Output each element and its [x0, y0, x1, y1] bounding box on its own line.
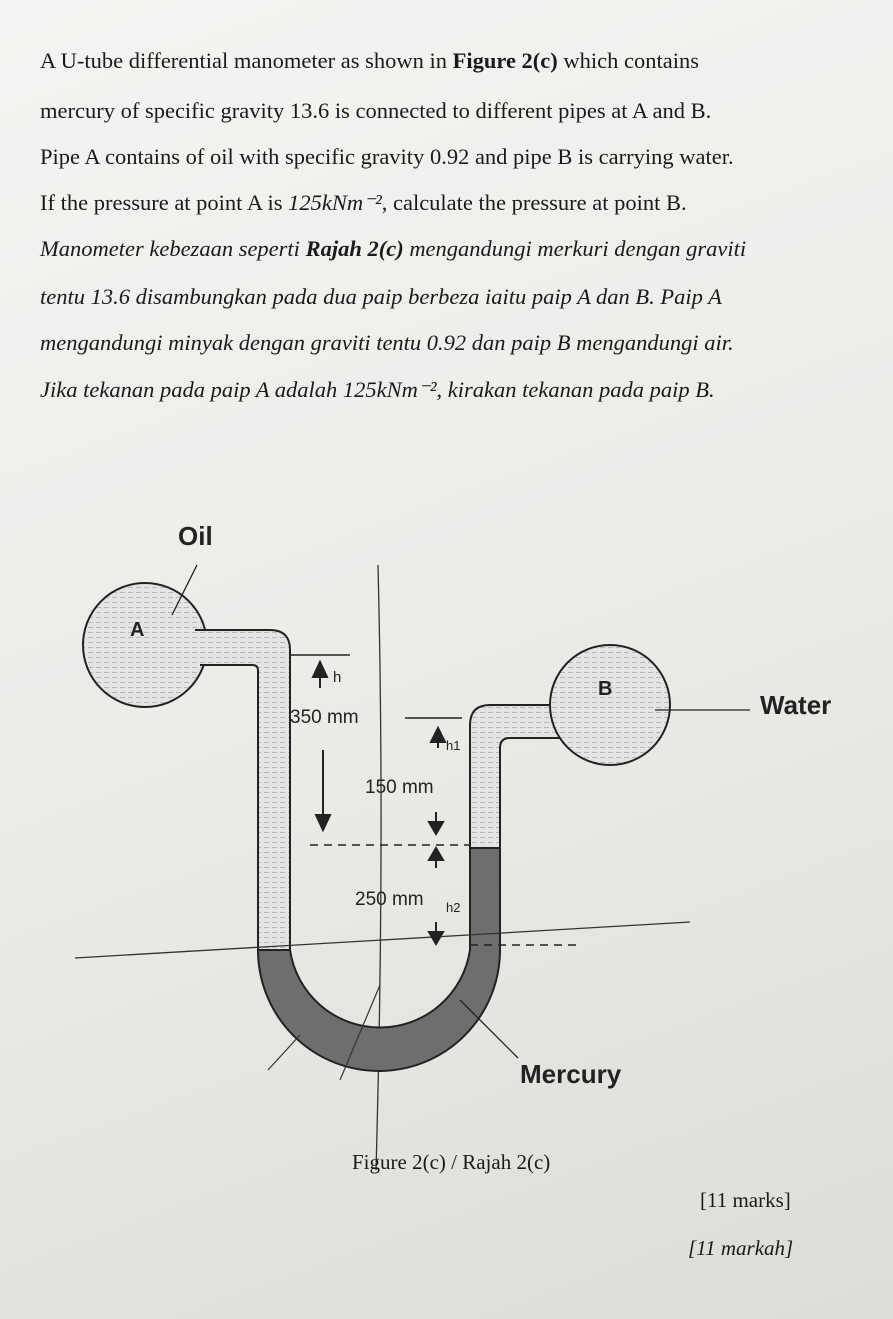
text: which contains	[557, 48, 700, 73]
figure-caption: Figure 2(c) / Rajah 2(c)	[352, 1150, 551, 1174]
dim-250: 250 mm	[355, 889, 424, 910]
question-ms-line-1: Manometer kebezaan seperti Rajah 2(c) me…	[40, 236, 746, 262]
question-ms-line-4: Jika tekanan pada paip A adalah 125kNm⁻²…	[40, 377, 715, 403]
text: , kirakan tekanan pada paip B.	[436, 377, 715, 402]
text: mengandungi minyak dengan graviti tentu …	[40, 330, 734, 355]
pipe-b	[549, 644, 671, 766]
label-h2: h2	[446, 900, 460, 915]
text: tentu 13.6 disambungkan pada dua paip be…	[40, 284, 722, 309]
label-h: h	[333, 669, 341, 686]
pressure-value: 125kNm⁻²	[288, 190, 382, 215]
pipe-a	[82, 582, 208, 708]
label-a: A	[130, 619, 144, 641]
label-oil: Oil	[178, 521, 213, 551]
text: Jika tekanan pada paip A adalah	[40, 377, 343, 402]
figure-ref: Rajah 2(c)	[305, 236, 404, 261]
question-ms-line-3: mengandungi minyak dengan graviti tentu …	[40, 330, 734, 356]
question-en-line-4: If the pressure at point A is 125kNm⁻², …	[40, 190, 687, 216]
dim-350: 350 mm	[290, 707, 359, 728]
question-en-line-2: mercury of specific gravity 13.6 is conn…	[40, 98, 711, 124]
text: If the pressure at point A is	[40, 190, 289, 215]
dim-150: 150 mm	[365, 777, 434, 798]
text: A U-tube differential manometer as shown…	[40, 48, 453, 73]
label-b: B	[598, 678, 612, 700]
question-en-line-1: A U-tube differential manometer as shown…	[40, 48, 699, 74]
marks-ms: [11 markah]	[688, 1236, 794, 1260]
label-water: Water	[760, 690, 831, 720]
text: mengandungi merkuri dengan graviti	[403, 236, 747, 261]
mercury-fill	[256, 847, 501, 1072]
text: mercury of specific gravity 13.6 is conn…	[40, 98, 712, 123]
text: Manometer kebezaan seperti	[40, 236, 306, 261]
label-h1: h1	[446, 738, 460, 753]
text: , calculate the pressure at point B.	[381, 190, 687, 215]
text: Pipe A contains of oil with specific gra…	[40, 144, 734, 169]
left-limb	[195, 629, 291, 951]
question-ms-line-2: tentu 13.6 disambungkan pada dua paip be…	[40, 284, 722, 310]
pressure-value: 125kNm⁻²	[342, 377, 437, 402]
marks-en: [11 marks]	[700, 1188, 791, 1212]
question-en-line-3: Pipe A contains of oil with specific gra…	[40, 144, 734, 170]
crease-line	[375, 564, 382, 1171]
label-mercury: Mercury	[520, 1059, 622, 1089]
figure-ref: Figure 2(c)	[452, 48, 558, 73]
right-limb	[469, 704, 561, 849]
